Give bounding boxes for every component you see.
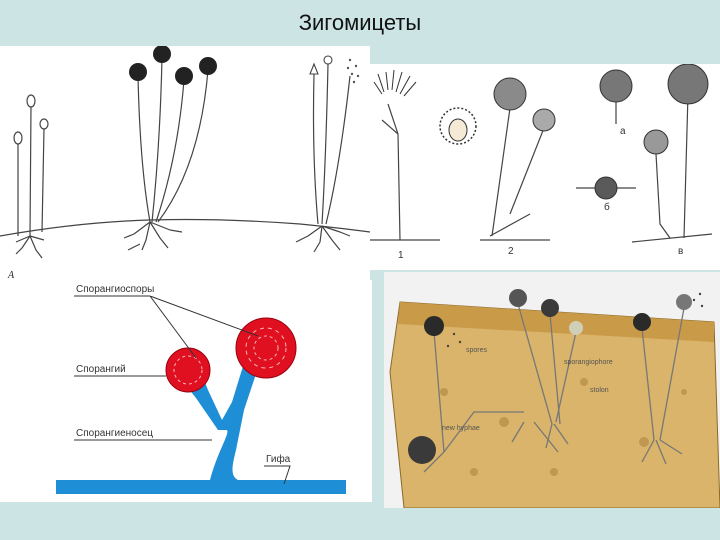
sporangium-dark: [153, 46, 171, 63]
substrate-line: [0, 218, 370, 237]
panel-labeled-schematic: Спорангиоспоры Спорангий Спорангиеносец …: [0, 280, 372, 502]
label-stolon: stolon: [590, 387, 609, 394]
stage-label: б: [604, 201, 610, 213]
label-new-hyphae: new hyphae: [442, 425, 480, 432]
panel-bread-mold: spores sporangiophore stolon new hyphae: [384, 272, 720, 508]
label-sporangium: Спорангий: [76, 364, 126, 375]
label-hypha: Гифа: [266, 453, 291, 465]
bread-illustration: spores sporangiophore stolon new hyphae: [389, 289, 720, 508]
label-spores: spores: [466, 347, 488, 354]
label-sporangiospores: Спорангиоспоры: [76, 284, 154, 295]
label-sporangiophore-en: sporangiophore: [564, 359, 613, 366]
sporangium: [235, 317, 297, 379]
schematic: Спорангиоспоры Спорангий Спорангиеносец …: [56, 284, 346, 494]
sporangium-dark: [175, 67, 193, 85]
stage-label: а: [620, 126, 626, 137]
stage-label: 2: [508, 246, 514, 257]
panel-mucor-drawing: А: [0, 46, 370, 286]
sporangium: [165, 347, 211, 393]
hypha: [56, 480, 346, 494]
sporangium-dark: [199, 57, 217, 75]
panel-letter: А: [7, 270, 15, 281]
mucor-illustration: А: [0, 46, 370, 281]
stage-label: в: [678, 246, 683, 257]
page-title: Зигомицеты: [298, 10, 422, 35]
sporangium-dark: [129, 63, 147, 81]
stages-illustration: 1 а б 2 в: [370, 64, 713, 261]
stage-label: 1: [398, 250, 404, 261]
label-sporangiophore: Спорангиеносец: [76, 428, 153, 439]
panel-sporangium-stages: 1 а б 2 в: [370, 64, 720, 270]
bread-slice: [389, 301, 720, 508]
